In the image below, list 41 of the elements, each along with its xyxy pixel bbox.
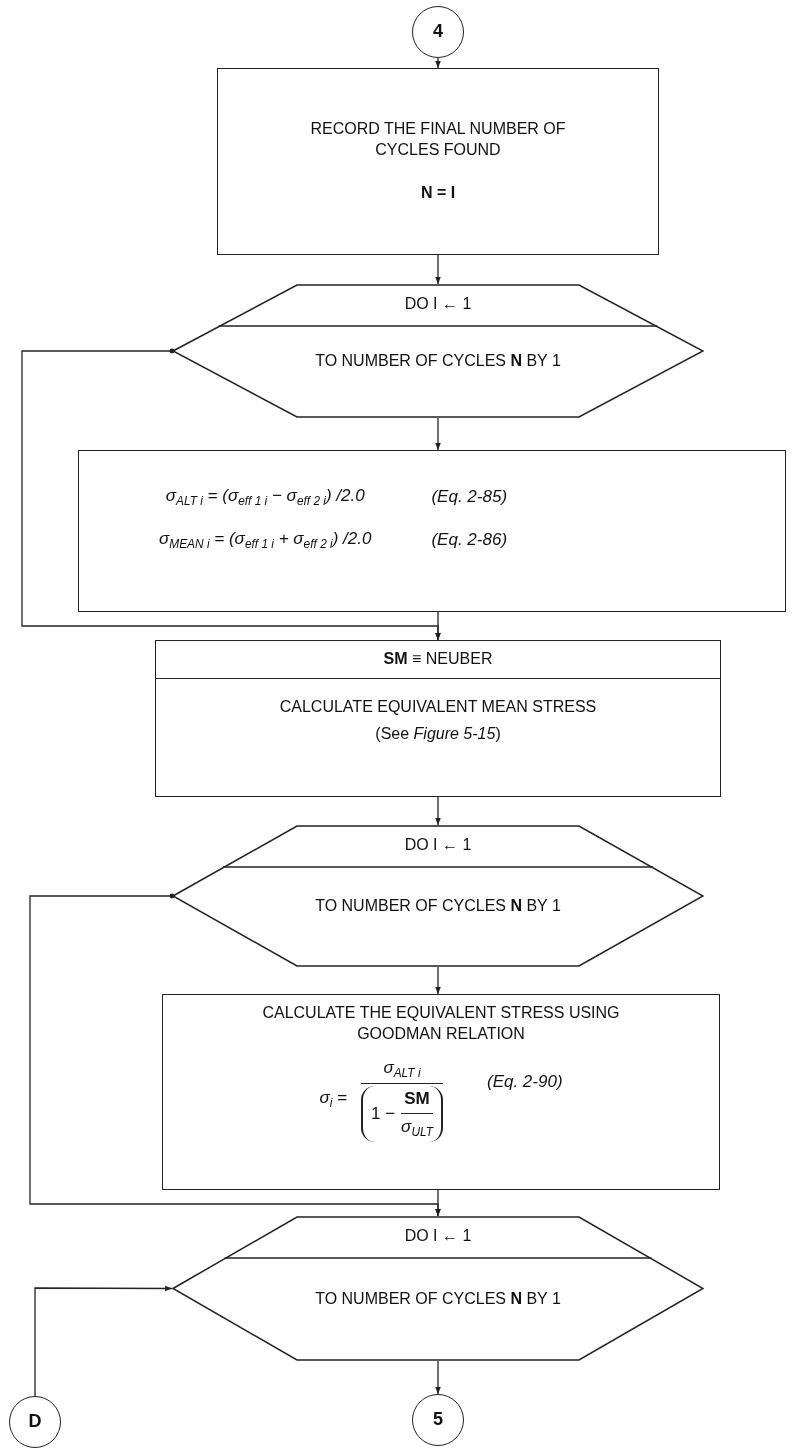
arrow xyxy=(435,57,441,69)
arrow xyxy=(435,1360,441,1395)
connector-circle xyxy=(412,6,464,58)
equation: N = I xyxy=(420,182,456,203)
arrow xyxy=(29,893,441,1217)
arrow xyxy=(435,966,441,995)
equation: σ$_{ALT i}$ xyxy=(383,1056,421,1082)
step-text: RECORD THE FINAL NUMBER OF CYCLES FOUND xyxy=(309,119,567,161)
loop-header: DO I ← 1 xyxy=(403,294,473,314)
connector-label: 5 xyxy=(433,1408,443,1432)
step-text: (See Figure 5-15) xyxy=(375,723,501,744)
connector-label: 4 xyxy=(433,20,443,44)
connector-label: D xyxy=(28,1410,42,1434)
equation-reference: (Eq. 2-86) xyxy=(431,529,508,552)
loop-condition: TO NUMBER OF CYCLES N BY 1 xyxy=(314,351,562,371)
step-text: CALCULATE EQUIVALENT MEAN STRESS xyxy=(279,696,597,717)
equation: σ$_{i}$ = xyxy=(319,1087,347,1112)
arrow xyxy=(34,1285,173,1397)
equation: σ$_{ALT i}$ = (σ$_{eff 1 i}$ − σ$_{eff 2 i}$) /2.0 xyxy=(164,485,366,510)
process-box xyxy=(162,994,720,1190)
loop-header: DO I ← 1 xyxy=(403,835,473,855)
equation-reference: (Eq. 2-85) xyxy=(431,486,508,509)
loop-condition: TO NUMBER OF CYCLES N BY 1 xyxy=(314,1288,562,1309)
loop-condition: TO NUMBER OF CYCLES N BY 1 xyxy=(314,896,562,916)
process-box xyxy=(78,450,786,612)
connector-circle xyxy=(412,1394,464,1446)
process-box xyxy=(217,68,659,255)
step-heading: SM ≡ NEUBER xyxy=(383,649,493,669)
equation: σ$_{ULT}$ xyxy=(401,1115,433,1141)
equation: σ$_{MEAN i}$ = (σ$_{eff 1 i}$ + σ$_{eff 2 i}$) /2.0 xyxy=(159,527,372,553)
process-box xyxy=(155,640,721,797)
loop-header: DO I ← 1 xyxy=(403,1226,473,1246)
equation: 1 − xyxy=(371,1103,396,1126)
step-text: CALCULATE THE EQUIVALENT STRESS USING GOODMAN RELATION xyxy=(261,1003,621,1044)
connector-circle xyxy=(9,1396,61,1448)
arrow xyxy=(21,348,441,641)
equation: SM xyxy=(404,1088,430,1111)
equation-reference: (Eq. 2-90) xyxy=(486,1070,563,1093)
arrow xyxy=(435,796,441,826)
arrow xyxy=(435,417,441,451)
arrow xyxy=(435,254,441,285)
